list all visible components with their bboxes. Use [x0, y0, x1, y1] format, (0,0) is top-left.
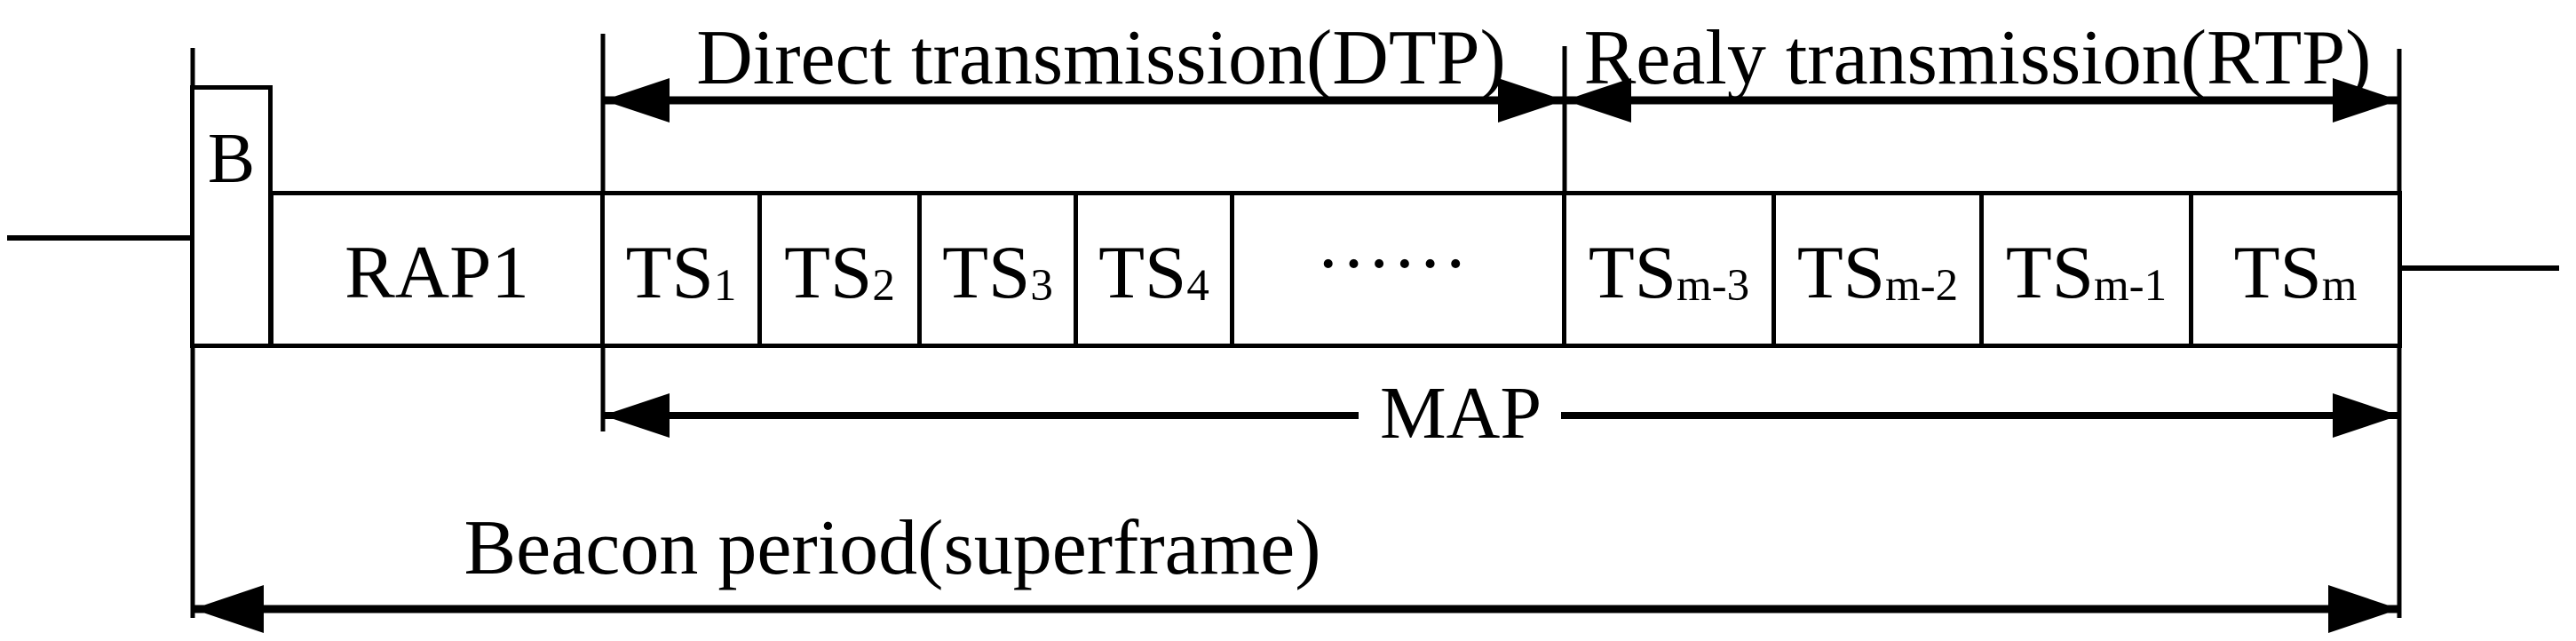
- timeslot-3: TS3: [922, 195, 1078, 344]
- timeslot-2: TS2: [762, 195, 922, 344]
- rap1-slot: RAP1: [273, 195, 605, 344]
- beacon-period-arrowhead-left: [193, 585, 264, 633]
- dtp-annotation-label: Direct transmission(DTP): [696, 15, 1506, 101]
- dtp-arrowhead-right: [1498, 78, 1565, 123]
- timeslot-m-1: TSm-1: [1984, 195, 2193, 344]
- rtp-arrowhead-right: [2333, 78, 2399, 123]
- timeslot-m-2: TSm-2: [1776, 195, 1984, 344]
- rtp-annotation-label: Realy transmission(RTP): [1583, 15, 2372, 101]
- timeslot-m-2-label: TSm-2: [1796, 231, 1959, 314]
- map-arrowhead-right: [2333, 393, 2399, 438]
- dtp-arrowhead-left: [603, 78, 670, 123]
- timeslot-ellipsis: ••••••: [1234, 195, 1566, 344]
- beacon-period-annotation-label: Beacon period(superframe): [464, 505, 1321, 591]
- beacon-box: B: [190, 85, 273, 348]
- timeslot-m-3: TSm-3: [1566, 195, 1776, 344]
- superframe-slot-row: RAP1 TS1 TS2 TS3 TS4 •••••• TSm-3 TSm-2 …: [269, 191, 2402, 348]
- ellipsis-dots: ••••••: [1321, 243, 1475, 285]
- rap1-label: RAP1: [345, 231, 529, 314]
- timeslot-1: TS1: [605, 195, 762, 344]
- beacon-period-arrowhead-right: [2328, 585, 2399, 633]
- timeslot-m-3-label: TSm-3: [1588, 231, 1750, 314]
- timeslot-2-label: TS2: [784, 231, 895, 314]
- timeslot-m-1-label: TSm-1: [2005, 231, 2168, 314]
- map-arrowhead-left: [603, 393, 670, 438]
- map-annotation-label: MAP: [1379, 372, 1542, 455]
- timeslot-3-label: TS3: [942, 231, 1053, 314]
- timeslot-4-label: TS4: [1098, 231, 1209, 314]
- timeslot-m-label: TSm: [2233, 231, 2358, 314]
- rtp-arrowhead-left: [1565, 78, 1631, 123]
- timeslot-4: TS4: [1078, 195, 1234, 344]
- beacon-box-label: B: [207, 120, 256, 198]
- timeslot-1-label: TS1: [625, 231, 737, 314]
- timeslot-m: TSm: [2193, 195, 2398, 344]
